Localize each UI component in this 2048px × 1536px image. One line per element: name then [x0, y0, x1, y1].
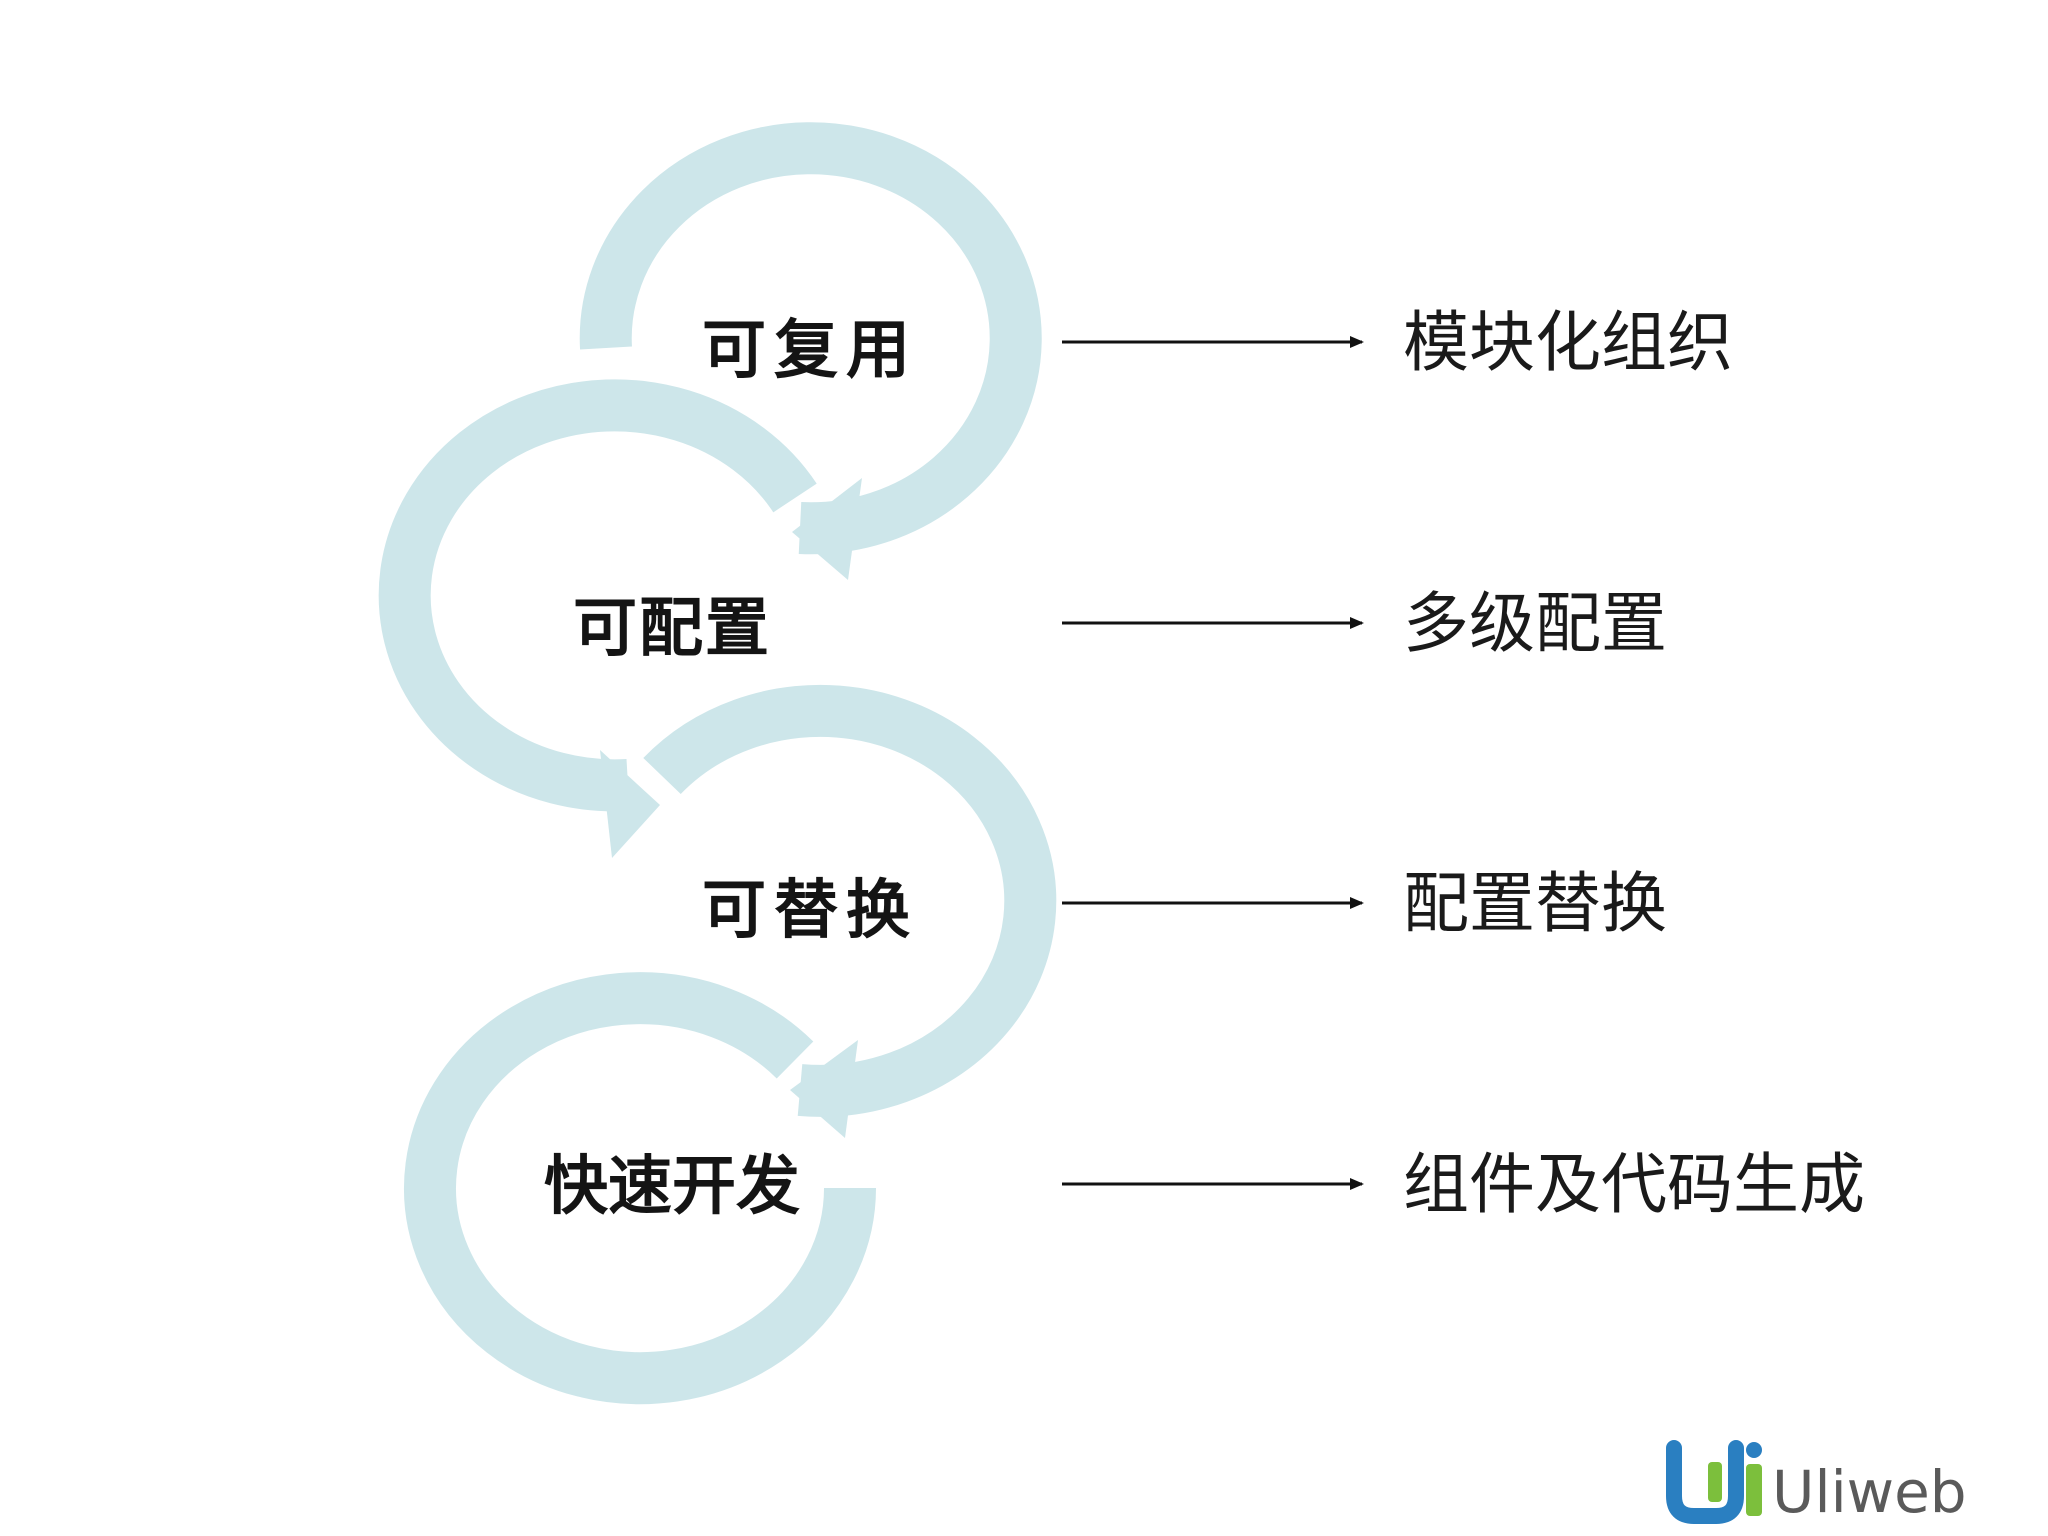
ring-arc-4: [404, 972, 876, 1405]
result-label-4: 组件及代码生成: [1403, 1146, 1865, 1223]
ring-arc-2: [378, 379, 817, 812]
cycle-ring-1: [579, 122, 1042, 580]
ring-arrowhead-3: [790, 1040, 858, 1138]
cycle-ring-2: [378, 379, 817, 858]
uliweb-logo: Uliweb: [1666, 1440, 1967, 1526]
result-label-1: 模块化组织: [1403, 304, 1733, 381]
step-label-3: 可替换: [702, 874, 918, 948]
ring-arc-3: [643, 684, 1057, 1117]
step-label-1: 可复用: [702, 314, 918, 388]
step-label-2: 可配置: [573, 592, 771, 666]
result-label-3: 配置替换: [1403, 865, 1667, 942]
result-label-2: 多级配置: [1403, 585, 1667, 662]
uliweb-logo-text: Uliweb: [1772, 1458, 1967, 1526]
uliweb-logo-mark-icon: [1666, 1440, 1762, 1524]
step-label-4: 快速开发: [544, 1150, 800, 1224]
cycle-ring-4: [404, 972, 876, 1405]
ring-arc-1: [579, 122, 1042, 555]
ring-arrowhead-1: [792, 478, 862, 580]
cycle-ring-3: [643, 684, 1057, 1138]
ring-arrowhead-2: [600, 750, 660, 858]
